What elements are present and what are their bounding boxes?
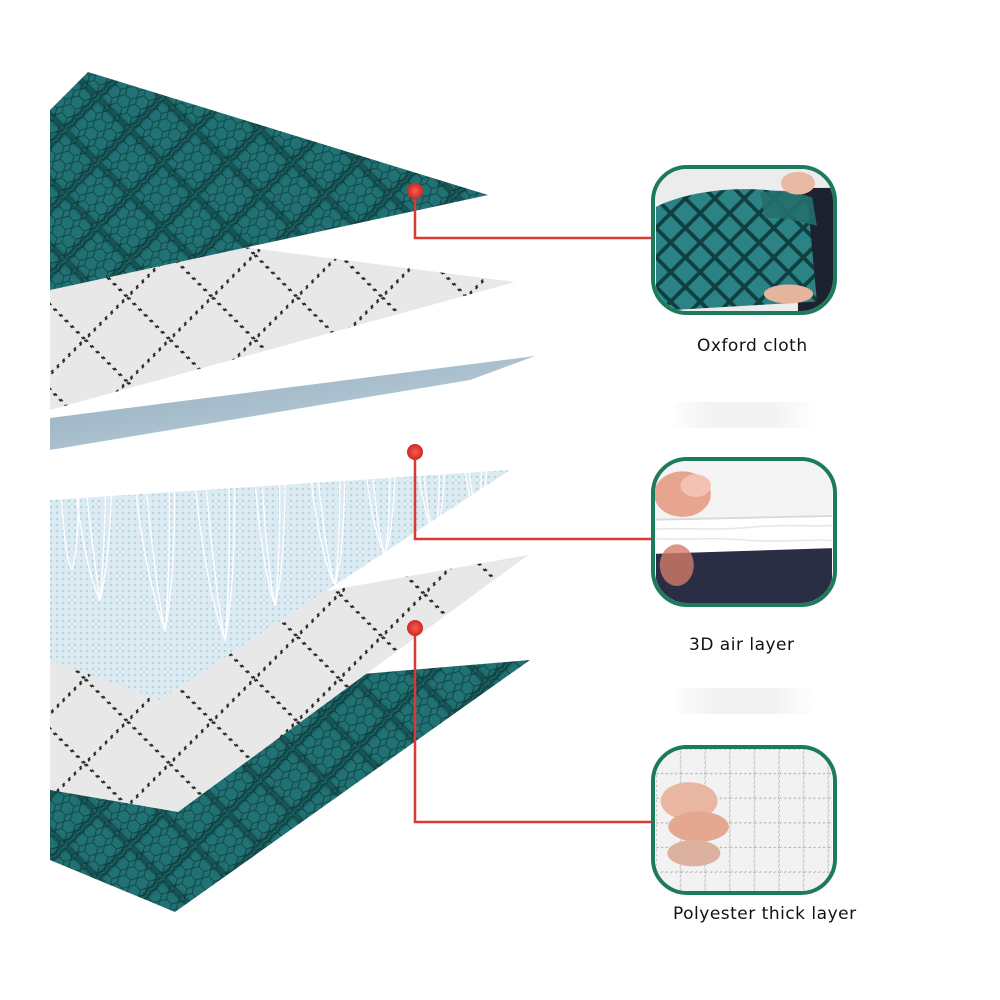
label-polyester-thick-layer: Polyester thick layer	[673, 904, 857, 924]
marker-dot-polyester	[407, 620, 423, 636]
top-oxford-layer	[50, 72, 488, 290]
faded-caption-bar	[668, 402, 818, 428]
marker-dot-oxford	[407, 183, 423, 199]
polyester-layer-thumbnail	[651, 745, 837, 895]
mesh-base	[50, 470, 510, 700]
connector-oxford	[413, 191, 652, 240]
air-layer-thumbnail	[651, 457, 837, 607]
top-polyester-layer	[50, 235, 515, 410]
connector-air	[413, 452, 652, 541]
connector-polyester	[413, 628, 652, 824]
oxford-cloth-thumbnail	[651, 165, 837, 315]
air-mesh-swatch-icon	[655, 461, 833, 603]
faded-caption-bar	[668, 688, 818, 714]
mesh-top-sheet	[50, 356, 535, 450]
label-oxford-cloth: Oxford cloth	[697, 336, 808, 356]
oxford-cloth-swatch-icon	[655, 169, 833, 311]
connector-lines	[413, 191, 652, 824]
polyester-layer-swatch-icon	[655, 749, 833, 891]
marker-dot-air	[407, 444, 423, 460]
label-3d-air-layer: 3D air layer	[689, 635, 795, 655]
